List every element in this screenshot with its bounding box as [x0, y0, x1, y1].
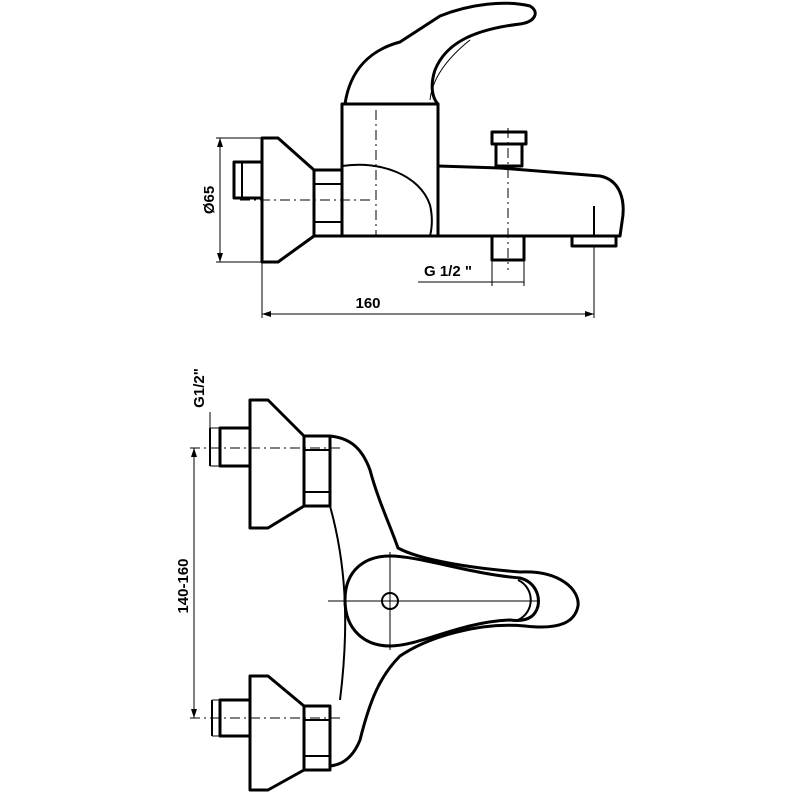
front-body [328, 434, 580, 768]
side-spout [436, 164, 625, 238]
side-handle-inner-edge [429, 39, 471, 101]
front-handle-pivot [381, 592, 399, 610]
side-inlet-fitting [232, 160, 264, 200]
front-bottom-hex-nut [302, 704, 332, 772]
side-body-curve [341, 163, 433, 237]
dim-label-width: 160 [355, 295, 380, 312]
side-handle-lever [343, 1, 537, 106]
front-top-inlet-fitting [218, 426, 252, 468]
side-diverter-stem [494, 142, 524, 168]
front-body-inner-edge [329, 505, 347, 701]
dim-label-outlet-thread: G 1/2 " [424, 263, 472, 280]
side-aerator [570, 234, 618, 248]
dim-label-centre-distance: 140-160 [175, 558, 192, 613]
side-view: Ø65 160 G 1/2 " [201, 1, 625, 318]
front-top-flange [248, 398, 306, 530]
dim-label-inlet-thread: G1/2" [191, 368, 208, 408]
front-handle-tip [517, 579, 532, 621]
front-top-hex-nut [302, 434, 332, 508]
side-hex-nut [312, 168, 344, 238]
side-diverter-cap [490, 130, 528, 146]
front-bottom-flange [248, 674, 306, 792]
dim-label-diameter: Ø65 [201, 186, 218, 214]
front-view: G1/2" 140-160 [175, 368, 580, 792]
